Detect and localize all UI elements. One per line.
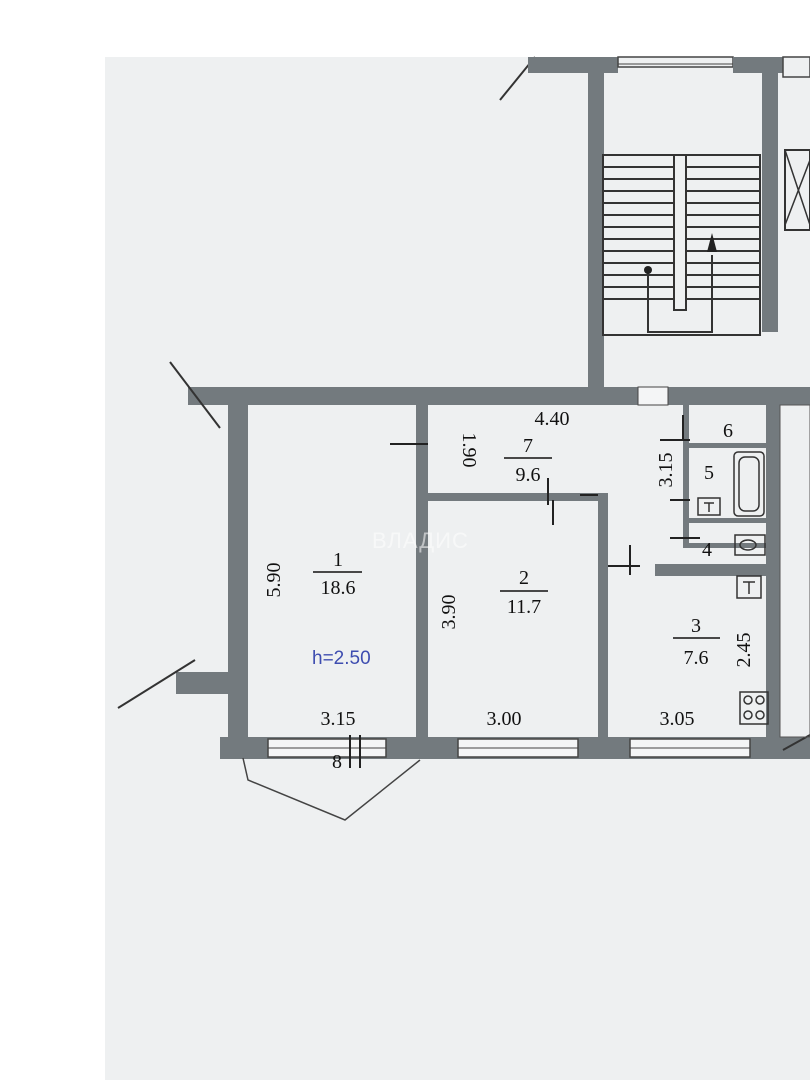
staircase	[499, 56, 810, 390]
room-1-number: 1	[333, 549, 343, 571]
fixtures	[697, 451, 769, 725]
balcony-outline	[242, 757, 421, 821]
dim-room3-height: 2.45	[733, 633, 755, 668]
room-5-number: 5	[704, 462, 714, 484]
room-1-area: 18.6	[321, 577, 356, 599]
bathtub-icon	[733, 451, 765, 517]
dim-room2-width: 3.00	[487, 708, 522, 730]
dim-corridor-width: 4.40	[535, 408, 570, 430]
room-3-area: 7.6	[684, 647, 709, 669]
watermark: ВЛАДИС	[372, 528, 469, 553]
partitions	[416, 405, 768, 737]
dim-room1-width: 3.15	[321, 708, 356, 730]
room-4-number: 4	[702, 539, 712, 561]
dim-corridor-depth: 3.15	[655, 453, 677, 488]
dim-room3-width: 3.05	[660, 708, 695, 730]
dim-room2-height: 3.90	[438, 595, 460, 630]
door-marks	[349, 415, 700, 768]
stove-icon	[739, 691, 769, 725]
sink-icon	[734, 534, 766, 556]
room-7-area: 9.6	[516, 464, 541, 486]
labels: ВЛАДИС 1 18.6 h=2.50 2 11.7 7 9.6 3 7.6 …	[263, 408, 755, 773]
dim-corridor-top: 1.90	[458, 433, 480, 468]
room-7-number: 7	[523, 435, 533, 457]
dim-room1-height: 5.90	[263, 563, 285, 598]
toilet-icon	[697, 497, 721, 516]
room-6-number: 6	[723, 420, 733, 442]
room-3-number: 3	[691, 615, 701, 637]
ceiling-height: h=2.50	[312, 648, 371, 669]
walls	[117, 361, 810, 759]
room-2-number: 2	[519, 567, 529, 589]
fraction-lines	[313, 457, 720, 639]
room-2-area: 11.7	[507, 596, 541, 618]
room-8-number: 8	[332, 751, 342, 773]
washbasin-icon	[736, 575, 762, 599]
